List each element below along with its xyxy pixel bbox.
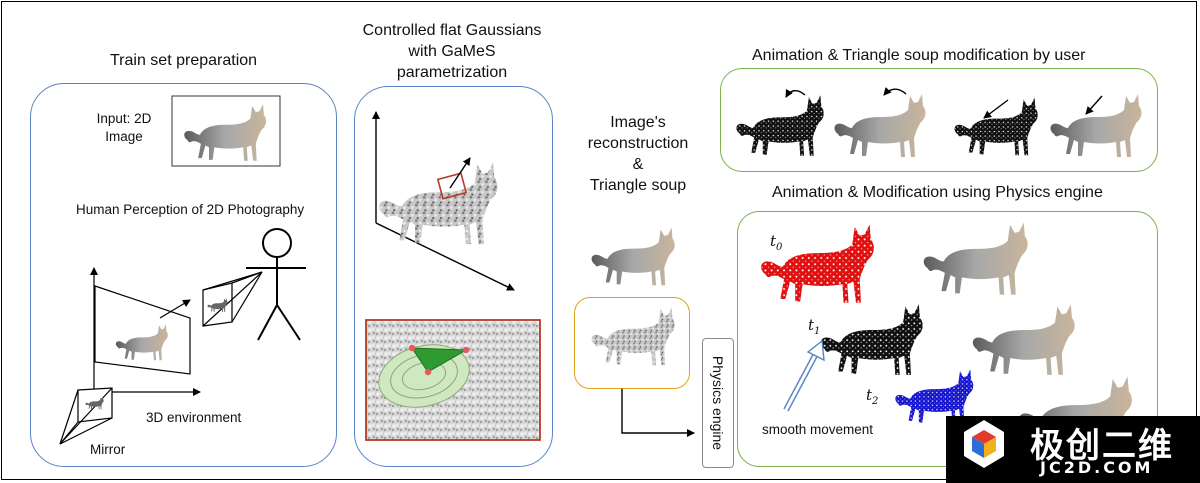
gaussians-panel [354, 86, 553, 467]
mirror-label: Mirror [90, 442, 126, 457]
camera-frustum [202, 271, 263, 327]
triangle-soup-cat [591, 307, 675, 366]
to-physics-engine-arrow [621, 389, 695, 437]
train-set-panel [30, 83, 337, 467]
animation-physics-title: Animation & Modification using Physics e… [772, 184, 1103, 201]
reconstructed-cat [591, 227, 675, 286]
3d-environment-plane [90, 267, 201, 396]
animation-user-panel [720, 68, 1158, 172]
input-image-frame [171, 95, 281, 167]
watermark-domain: JC2D.COM [1040, 458, 1154, 477]
train-set-title: Train set preparation [110, 52, 258, 69]
reconstruction-triangle-soup-panel [574, 297, 690, 389]
physics-engine-box: Physics engine [702, 338, 734, 468]
gaussian-3d-axes [372, 111, 515, 291]
3d-environment-label: 3D environment [146, 410, 242, 425]
watermark-name: 极创二维 [1030, 426, 1174, 466]
gaussians-title: Controlled flat Gaussians with GaMeS par… [362, 22, 542, 81]
mirror-frustum [59, 387, 113, 445]
user-animation-cats [736, 87, 1142, 157]
smooth-movement-arrow [783, 339, 825, 412]
watermark-badge [946, 416, 1200, 483]
input-image-label: Input: 2D Image [96, 111, 152, 144]
human-perception-label: Human Perception of 2D Photography [76, 202, 305, 217]
smooth-movement-label: smooth movement [762, 422, 874, 437]
t0-label: t0 [770, 232, 783, 253]
t1-label: t1 [808, 316, 821, 337]
reconstruction-title: Image's reconstruction & Triangle soup [587, 114, 689, 194]
animation-user-title: Animation & Triangle soup modification b… [752, 47, 1086, 64]
stick-figure [246, 228, 306, 341]
gaussian-zoom-inset [365, 319, 541, 441]
t2-label: t2 [866, 386, 879, 407]
